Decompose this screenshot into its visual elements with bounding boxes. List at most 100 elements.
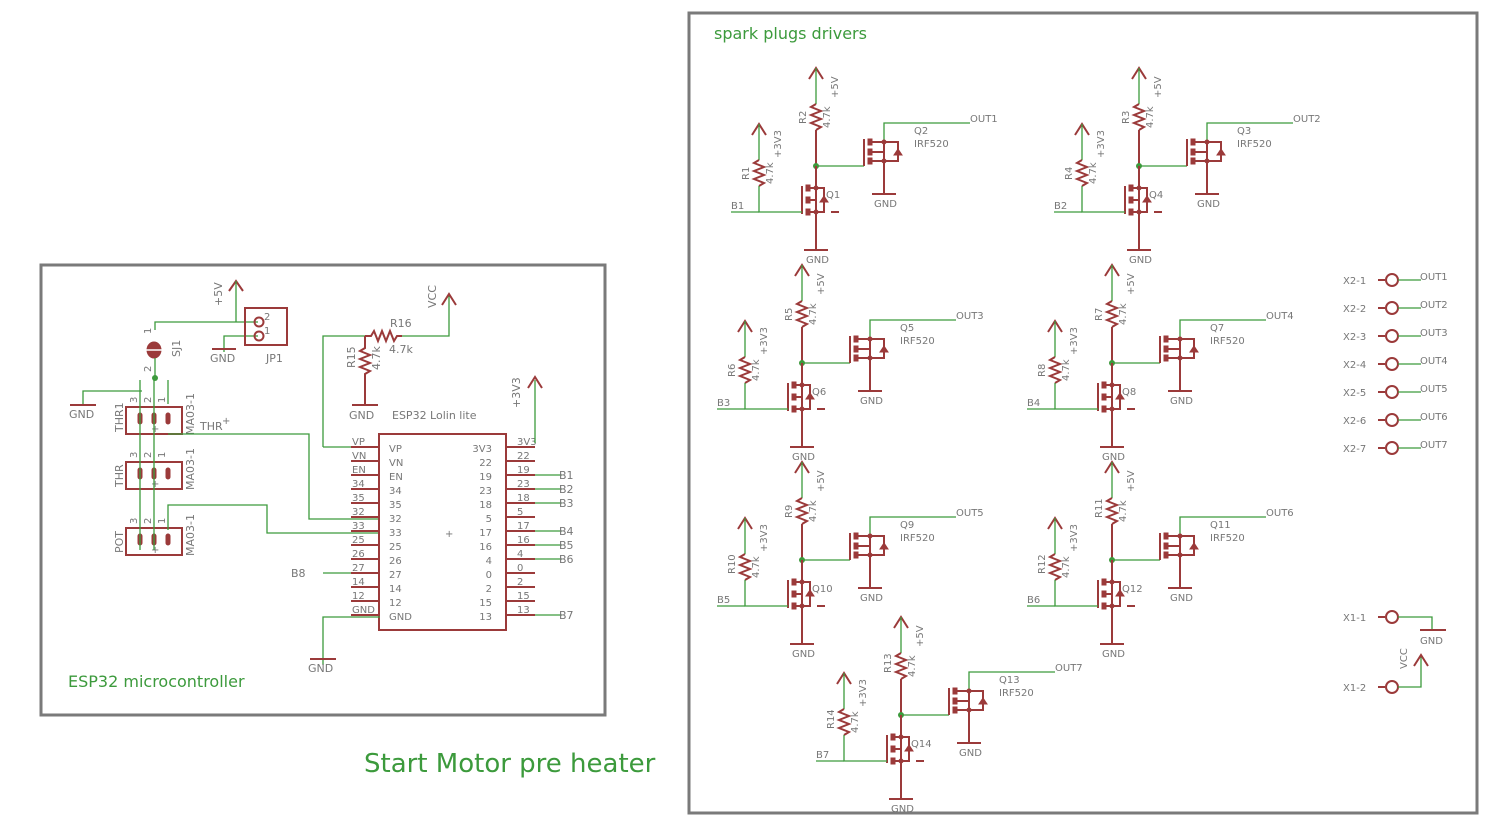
esp-pin-outer: 33 xyxy=(352,521,365,532)
jp1-connector xyxy=(244,307,288,346)
terminal-name: X2-4 xyxy=(1343,360,1366,371)
gnd-label: GND xyxy=(792,649,815,660)
esp-pin-inner: 12 xyxy=(389,598,402,609)
esp-pin-inner: 27 xyxy=(389,570,402,581)
esp-pin-inner: 5 xyxy=(486,514,492,525)
esp-pin-inner: 0 xyxy=(486,570,492,581)
pin-number: 2 xyxy=(143,518,154,524)
low-side-mosfet-name: Q6 xyxy=(812,387,826,398)
esp-pin-outer: 17 xyxy=(517,521,530,532)
supply-3v3-label: +3V3 xyxy=(510,377,523,408)
gate-resistor-value: 4.7k xyxy=(1088,162,1099,184)
gate-resistor xyxy=(836,708,852,736)
esp-pin-inner: GND xyxy=(389,612,412,623)
gate-resistor-name: R1 xyxy=(741,167,752,180)
supply-5v-label: +5V xyxy=(830,76,841,98)
gnd-label: GND xyxy=(891,804,914,815)
gnd-label: GND xyxy=(860,396,883,407)
output-net-label: OUT2 xyxy=(1293,114,1321,125)
pin-number: 1 xyxy=(157,452,168,458)
esp-pin-outer: 19 xyxy=(517,465,530,476)
r16-value: 4.7k xyxy=(389,343,413,356)
gate-resistor xyxy=(1047,553,1063,581)
gnd-label: GND xyxy=(1170,593,1193,604)
pullup-resistor xyxy=(794,497,810,525)
gate-resistor-value: 4.7k xyxy=(850,711,861,733)
pullup-resistor xyxy=(1131,103,1147,131)
esp-pin-outer: VP xyxy=(352,437,365,448)
terminal-name: X2-7 xyxy=(1343,444,1366,455)
high-side-mosfet-name: Q5 xyxy=(900,323,914,334)
esp-pin-inner: 34 xyxy=(389,486,402,497)
net-label-b3: B3 xyxy=(559,497,574,510)
gnd-label: GND xyxy=(860,593,883,604)
gate-resistor-value: 4.7k xyxy=(1061,359,1072,381)
high-side-mosfet-part: IRF520 xyxy=(900,336,935,347)
supply-3v3-label: +3V3 xyxy=(1069,524,1080,552)
pin-number: 2 xyxy=(143,397,154,403)
gnd-label: GND xyxy=(806,255,829,266)
spark-drivers-sheet-frame xyxy=(687,11,1479,815)
esp-pin-outer: 27 xyxy=(352,563,365,574)
pullup-resistor-name: R7 xyxy=(1094,308,1105,321)
esp-pin-inner: 26 xyxy=(389,556,402,567)
connector-type: MA03-1 xyxy=(184,514,197,556)
terminal-name: X1-2 xyxy=(1343,683,1366,694)
gate-resistor-value: 4.7k xyxy=(751,556,762,578)
terminal-net-label: OUT5 xyxy=(1420,384,1448,395)
esp-pin-outer: EN xyxy=(352,465,366,476)
esp32-sheet-frame xyxy=(39,263,607,717)
esp-pin-outer: GND xyxy=(352,605,375,616)
svg-text:+: + xyxy=(151,424,159,435)
high-side-mosfet-part: IRF520 xyxy=(1237,139,1272,150)
pin-number: 3 xyxy=(129,452,140,458)
supply-5v-label: +5V xyxy=(1126,470,1137,492)
output-net-label: OUT1 xyxy=(970,114,998,125)
supply-5v-label: +5V xyxy=(1126,273,1137,295)
supply-3v3-label: +3V3 xyxy=(759,524,770,552)
supply-3v3-label: +3V3 xyxy=(858,679,869,707)
gate-resistor xyxy=(737,356,753,384)
svg-text:2: 2 xyxy=(264,312,270,323)
gnd-label: GND xyxy=(1170,396,1193,407)
supply-3v3-label: +3V3 xyxy=(773,130,784,158)
esp-pin-inner: 22 xyxy=(479,458,492,469)
connector-name: THR xyxy=(113,464,126,488)
pullup-resistor-name: R5 xyxy=(784,308,795,321)
svg-text:+: + xyxy=(222,416,230,427)
terminal-net-label: OUT6 xyxy=(1420,412,1448,423)
esp-pin-inner: 35 xyxy=(389,500,402,511)
low-side-mosfet-name: Q12 xyxy=(1122,584,1143,595)
esp-pin-inner: 4 xyxy=(486,556,492,567)
supply-5v-jp: +5V GND 2 1 JP1 SJ1 1 2 xyxy=(143,279,288,381)
gnd-label: GND xyxy=(959,748,982,759)
terminal-name: X2-1 xyxy=(1343,276,1366,287)
pullup-resistor-value: 4.7k xyxy=(808,500,819,522)
r16-label: R16 xyxy=(390,317,412,330)
esp-pin-outer: 14 xyxy=(352,577,365,588)
svg-text:2: 2 xyxy=(143,366,154,372)
gate-resistor xyxy=(737,553,753,581)
pullup-resistor-name: R3 xyxy=(1121,111,1132,124)
net-label-b7: B7 xyxy=(559,609,574,622)
esp-pin-outer: 4 xyxy=(517,549,523,560)
terminal-net-label: OUT2 xyxy=(1420,300,1448,311)
esp-pin-outer: 22 xyxy=(517,451,530,462)
gnd-label: GND xyxy=(1129,255,1152,266)
gnd-label: GND xyxy=(874,199,897,210)
esp-pin-outer: 3V3 xyxy=(517,437,537,448)
high-side-mosfet-name: Q13 xyxy=(999,675,1020,686)
pullup-resistor-value: 4.7k xyxy=(1145,106,1156,128)
